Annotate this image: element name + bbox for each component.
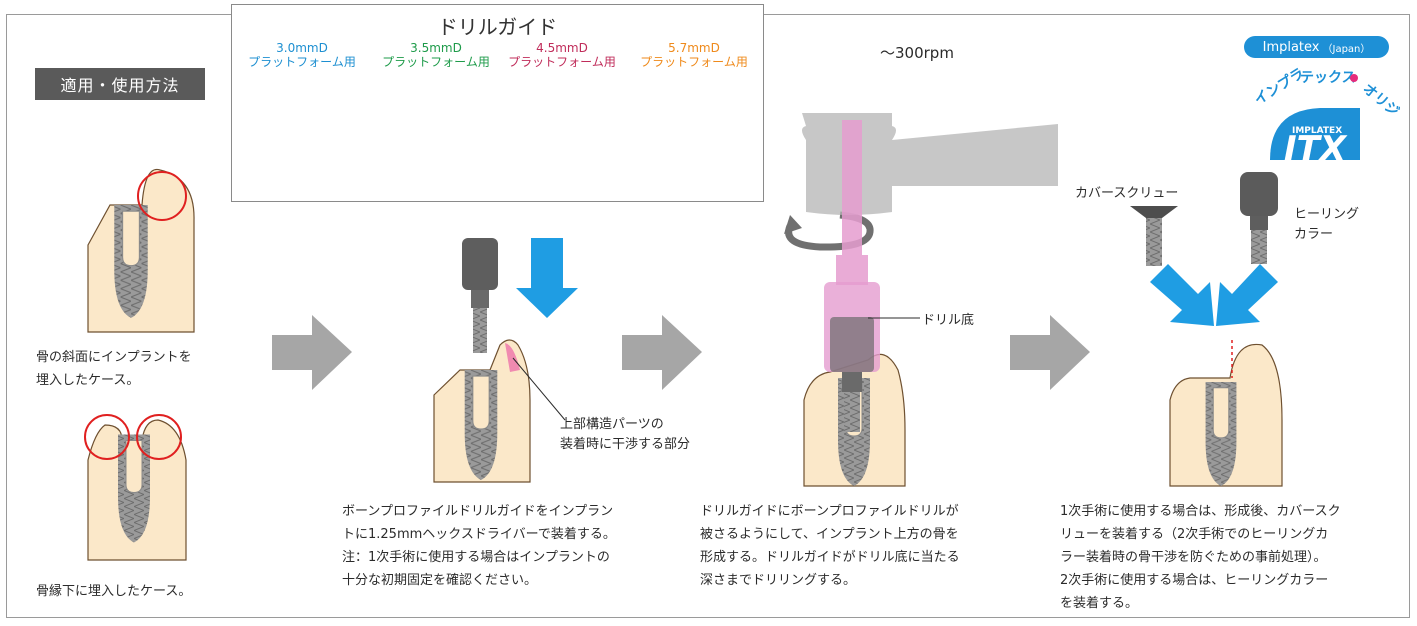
platform-5-7: 5.7mmD プラットフォーム用 (634, 41, 754, 69)
platform-3-0: 3.0mmD プラットフォーム用 (242, 41, 362, 69)
svg-text:ITX: ITX (1284, 129, 1348, 169)
interference-circle-right (136, 414, 182, 460)
section-tag: 適用・使用方法 (35, 68, 205, 100)
platform-label: プラットフォーム用 (382, 55, 490, 69)
step2-description: ドリルガイドにボーンプロファイルドリルが 被さるようにして、インプラント上方の骨… (700, 504, 960, 588)
drill-guide-title: ドリルガイド (437, 15, 558, 39)
interference-circle (137, 171, 187, 221)
platform-size: 3.0mmD (276, 41, 328, 55)
rpm-label: ～300rpm (880, 44, 954, 62)
subcrestal-case-illustration (84, 414, 187, 561)
healing-collar-arrow (1216, 264, 1278, 326)
step-arrow-3 (1010, 315, 1090, 390)
step1-illustration (433, 238, 578, 483)
step3-illustration (1130, 172, 1283, 487)
platform-label: プラットフォーム用 (640, 55, 748, 69)
step-arrow-1 (272, 315, 352, 390)
healing-collar-label: ヒーリング カラー (1294, 207, 1360, 242)
drill-bottom-label: ドリル底 (922, 313, 975, 328)
interference-circle-left (84, 414, 130, 460)
platform-label: プラットフォーム用 (248, 55, 356, 69)
brand-pill: Implatex （Japan） (1244, 36, 1389, 58)
interference-label: 上部構造パーツの 装着時に干渉する部分 (560, 417, 691, 452)
svg-text:IMPLATEX: IMPLATEX (1292, 126, 1342, 136)
svg-text:テックス: テックス (1300, 70, 1356, 86)
brand-country: （Japan） (1322, 43, 1371, 55)
step2-illustration (784, 113, 1058, 487)
itx-logo: インプラ テックス オリジ IMPLATEX ITX (1252, 65, 1402, 169)
svg-text:インプラ: インプラ (1252, 65, 1308, 108)
cover-screw-label: カバースクリュー (1075, 186, 1179, 201)
drill-guide-box: ドリルガイド 3.0mmD プラットフォーム用 3.5mmD プラットフォーム用… (231, 4, 764, 202)
slope-case-illustration (87, 168, 195, 333)
mount-direction-arrow (516, 238, 578, 318)
platform-label: プラットフォーム用 (508, 55, 616, 69)
step-arrow-2 (622, 315, 702, 390)
platform-size: 5.7mmD (668, 41, 720, 55)
svg-text:オリジ: オリジ (1359, 81, 1401, 120)
subcrestal-case-caption: 骨縁下に埋入したケース。 (36, 584, 192, 599)
platform-size: 3.5mmD (410, 41, 462, 55)
slope-case-caption: 骨の斜面にインプラントを 埋入したケース。 (36, 350, 192, 388)
cover-screw-arrow (1150, 264, 1214, 326)
brand-name: Implatex (1262, 39, 1320, 55)
platform-size: 4.5mmD (536, 41, 588, 55)
platform-3-5: 3.5mmD プラットフォーム用 (376, 41, 496, 69)
step1-description: ボーンプロファイルドリルガイドをインプラン トに1.25mmヘックスドライバーで… (342, 504, 616, 588)
step3-description: 1次手術に使用する場合は、形成後、カバースク リューを装着する（2次手術でのヒー… (1060, 504, 1341, 611)
platform-4-5: 4.5mmD プラットフォーム用 (502, 41, 622, 69)
